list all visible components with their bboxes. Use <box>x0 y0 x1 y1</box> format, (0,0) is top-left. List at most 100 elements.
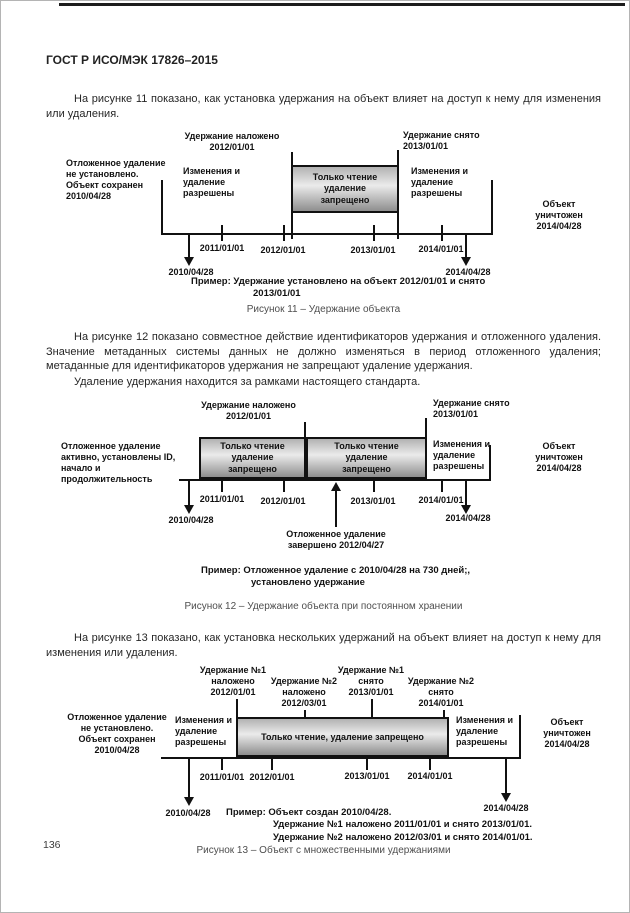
fig13-end-date: 2014/04/28 <box>483 803 529 814</box>
fig13-hold2-applied-leader <box>304 710 306 718</box>
page-content: ГОСТ Р ИСО/МЭК 17826–2015 На рисунке 11 … <box>1 1 629 856</box>
fig11-readonly-box: Только чтение удаление запрещено <box>291 165 399 214</box>
fig11-box-right-extension <box>397 213 399 240</box>
fig12-tick-2012 <box>283 479 285 493</box>
fig11-tick-label-2011: 2011/01/01 <box>199 243 245 254</box>
fig11-start-arrow-line <box>188 235 190 260</box>
fig12-end-arrow-down-icon <box>461 505 471 515</box>
fig12-hold-applied-label: Удержание наложено 2012/01/01 <box>201 400 296 422</box>
fig11-tick-2014 <box>441 225 443 242</box>
fig13-left-note: Отложенное удаление не установлено. Объе… <box>67 712 167 756</box>
fig13-end-arrow-down-icon <box>501 793 511 803</box>
fig13-tick-label-2012: 2012/01/01 <box>249 772 295 783</box>
fig12-deferred-note: Отложенное удаление завершено 2012/04/27 <box>286 529 386 551</box>
fig13-readonly-box: Только чтение, удаление запрещено <box>236 717 449 758</box>
fig13-segment-left-label: Изменения и удаление разрешены <box>175 715 233 748</box>
fig12-hold-released-label: Удержание снято 2013/01/01 <box>433 398 510 420</box>
fig12-hold-released-leader <box>425 418 427 438</box>
fig11-start-date: 2010/04/28 <box>168 267 214 278</box>
fig11-hold-applied-label: Удержание наложено 2012/01/01 <box>184 131 280 152</box>
fig12-readonly-box-1: Только чтение удаление запрещено <box>199 437 306 480</box>
document-title: ГОСТ Р ИСО/МЭК 17826–2015 <box>46 53 218 67</box>
fig11-end-date: 2014/04/28 <box>445 267 491 278</box>
figure-12-diagram: Удержание наложено 2012/01/01 Удержание … <box>61 395 621 597</box>
fig13-hold1-released-leader <box>371 699 373 718</box>
fig13-hold2-released-leader <box>443 710 445 718</box>
fig13-hold1-applied-label: Удержание №1 наложено 2012/01/01 <box>199 665 267 698</box>
fig13-timeline-end-bar <box>519 715 521 758</box>
fig11-hold-released-leader <box>397 150 399 166</box>
fig12-tick-label-2011: 2011/01/01 <box>199 494 245 505</box>
fig12-left-note: Отложенное удаление активно, установлены… <box>61 441 176 484</box>
fig13-tick-label-2013: 2013/01/01 <box>344 771 390 782</box>
fig11-example-text: Пример: Удержание установлено на объект … <box>191 276 486 300</box>
fig13-tick-2012 <box>271 757 273 771</box>
fig11-end-arrow-down-icon <box>461 257 471 267</box>
page-number: 136 <box>43 839 61 851</box>
paragraph-figure11-intro: На рисунке 11 показано, как установка уд… <box>46 93 601 120</box>
fig13-tick-2014 <box>429 757 431 771</box>
fig12-end-date: 2014/04/28 <box>445 513 491 524</box>
fig12-timeline-end-bar <box>489 445 491 482</box>
fig13-start-arrow-down-icon <box>184 797 194 807</box>
fig12-timeline <box>179 479 491 482</box>
fig11-left-note: Отложенное удаление не установлено. Объе… <box>66 158 166 201</box>
fig11-hold-released-label: Удержание снято 2013/01/01 <box>403 130 480 151</box>
fig11-segment-left-label: Изменения и удаление разрешены <box>183 166 241 198</box>
fig12-segment-right-label: Изменения и удаление разрешены <box>433 439 491 472</box>
fig13-hold2-released-label: Удержание №2 снято 2014/01/01 <box>407 676 475 709</box>
fig12-deferred-arrow-line <box>335 490 337 528</box>
page-top-rule <box>59 3 625 6</box>
fig12-tick-label-2013: 2013/01/01 <box>350 496 396 507</box>
fig13-hold1-applied-leader <box>236 699 238 718</box>
fig11-object-destroyed-label: Объект уничтожен 2014/04/28 <box>535 199 583 231</box>
paragraph-scope-note: Удаление удержания находится за рамками … <box>74 375 421 388</box>
fig13-tick-label-2011: 2011/01/01 <box>199 772 245 783</box>
fig13-start-arrow-line <box>188 759 190 800</box>
fig11-tick-2013 <box>373 225 375 242</box>
fig13-hold1-released-label: Удержание №1 снято 2013/01/01 <box>337 665 405 698</box>
fig11-start-arrow-down-icon <box>184 257 194 267</box>
figure-12-caption: Рисунок 12 – Удержание объекта при посто… <box>184 601 463 613</box>
fig11-tick-2012 <box>283 225 285 242</box>
fig11-timeline <box>161 233 493 236</box>
fig12-example-text: Пример: Отложенное удаление с 2010/04/28… <box>201 565 470 589</box>
fig11-timeline-end-bar <box>491 180 493 236</box>
fig13-hold2-applied-label: Удержание №2 наложено 2012/03/01 <box>270 676 338 709</box>
fig12-start-date: 2010/04/28 <box>168 515 214 526</box>
paragraph-figure12-intro: На рисунке 12 показано совместное действ… <box>46 331 601 373</box>
fig11-segment-right-label: Изменения и удаление разрешены <box>411 166 469 198</box>
fig11-timeline-start-bar <box>161 180 163 236</box>
fig13-tick-2013 <box>366 757 368 771</box>
fig11-tick-2011 <box>221 225 223 242</box>
fig12-tick-label-2014: 2014/01/01 <box>418 495 464 506</box>
fig12-tick-2011 <box>221 479 223 493</box>
fig13-start-date: 2010/04/28 <box>165 808 211 819</box>
fig12-readonly-box-2: Только чтение удаление запрещено <box>306 437 427 480</box>
fig13-end-arrow-line <box>505 759 507 796</box>
fig12-end-arrow-line <box>465 481 467 508</box>
figure-13-caption: Рисунок 13 – Объект с множественными уде… <box>196 845 451 857</box>
figure-13-diagram: Удержание №1 наложено 2012/01/01 Удержан… <box>61 663 621 843</box>
fig12-start-arrow-line <box>188 481 190 508</box>
fig12-tick-2013 <box>373 479 375 493</box>
fig11-tick-label-2012: 2012/01/01 <box>260 245 306 256</box>
figure-11-diagram: Удержание наложено 2012/01/01 Удержание … <box>61 125 621 299</box>
fig12-start-arrow-down-icon <box>184 505 194 515</box>
fig13-timeline <box>161 757 521 760</box>
fig13-tick-2011 <box>221 757 223 771</box>
fig12-hold-applied-leader <box>304 422 306 438</box>
fig11-box-left-extension <box>291 213 293 240</box>
paragraph-figure13-intro: На рисунке 13 показано, как установка не… <box>46 632 601 659</box>
fig12-deferred-arrow-up-icon <box>331 482 341 492</box>
fig12-tick-label-2012: 2012/01/01 <box>260 496 306 507</box>
fig13-segment-right-label: Изменения и удаление разрешены <box>456 715 514 748</box>
fig12-tick-2014 <box>441 479 443 493</box>
fig11-tick-label-2013: 2013/01/01 <box>350 245 396 256</box>
fig11-tick-label-2014: 2014/01/01 <box>418 244 464 255</box>
fig11-hold-applied-leader <box>291 152 293 166</box>
fig13-example-text: Пример: Объект создан 2010/04/28. Удержа… <box>226 807 533 843</box>
fig13-tick-label-2014: 2014/01/01 <box>407 771 453 782</box>
figure-11-caption: Рисунок 11 – Удержание объекта <box>246 304 401 316</box>
